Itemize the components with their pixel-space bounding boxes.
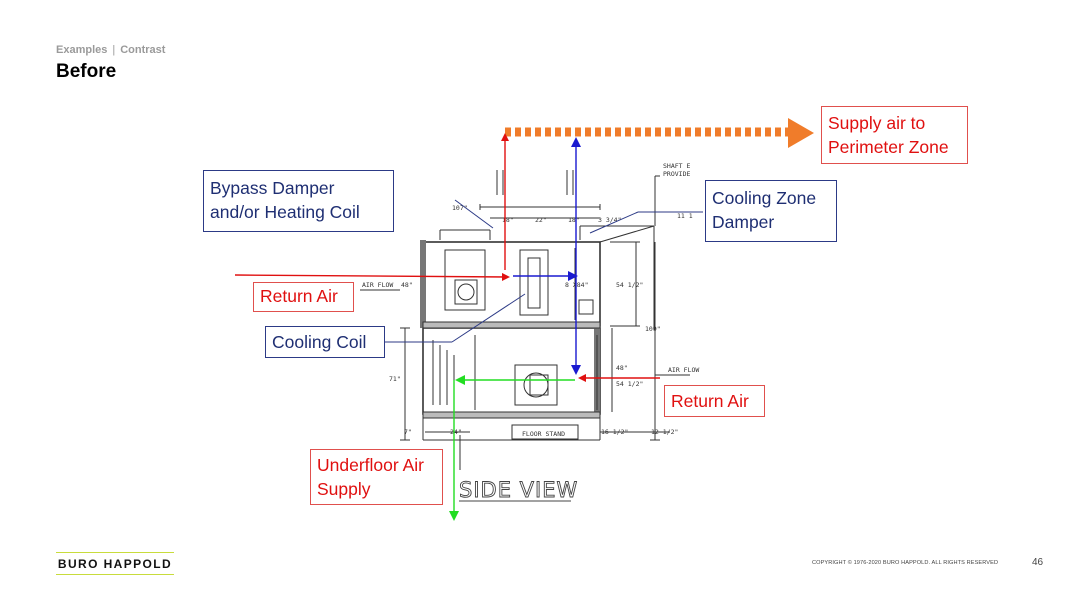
dim-22: 22" bbox=[535, 216, 547, 224]
cooling-flow bbox=[513, 137, 581, 375]
dim-18b: 18" bbox=[568, 216, 580, 224]
dim-107: 107" bbox=[452, 204, 468, 212]
callout-bypass-damper-line1: Bypass Damper bbox=[210, 178, 335, 198]
dim-24: 24" bbox=[450, 428, 462, 436]
dim-54-half-upper: 54 1/2" bbox=[616, 281, 643, 289]
callout-bypass-damper-line2: and/or Heating Coil bbox=[210, 202, 360, 222]
callout-bypass-damper: Bypass Damper and/or Heating Coil bbox=[203, 170, 394, 232]
breadcrumb: Examples | Contrast bbox=[56, 44, 165, 56]
air-flow-right: AIR FLOW bbox=[668, 366, 699, 374]
floor-stand-text: FLOOR STAND bbox=[522, 430, 565, 438]
breadcrumb-page: Contrast bbox=[120, 44, 166, 56]
callout-underfloor-line1: Underfloor Air bbox=[317, 455, 424, 475]
drawing-annotations: 107" 18" 22" 18" 3 3/4" 54 1/2" 109" 48"… bbox=[362, 162, 699, 438]
dim-18a: 18" bbox=[502, 216, 514, 224]
callout-return-air-lower-text: Return Air bbox=[671, 391, 749, 411]
leader-lines bbox=[385, 199, 703, 343]
breadcrumb-section: Examples bbox=[56, 44, 108, 56]
page-number: 46 bbox=[1032, 557, 1044, 568]
callout-underfloor-line2: Supply bbox=[317, 479, 371, 499]
dim-7: 7" bbox=[404, 428, 412, 436]
dim-54-half-lower: 54 1/2" bbox=[616, 380, 643, 388]
dim-3-3-4: 3 3/4" bbox=[598, 216, 621, 224]
dim-71: 71" bbox=[389, 375, 401, 383]
dim-11: 11 1 bbox=[677, 212, 693, 220]
callout-cooling-coil: Cooling Coil bbox=[265, 326, 385, 358]
callout-cooling-zone-damper: Cooling Zone Damper bbox=[705, 180, 837, 242]
dim-12-half: 12 1/2" bbox=[651, 428, 678, 436]
callout-supply-air: Supply air to Perimeter Zone bbox=[821, 106, 968, 164]
return-air-flow-upper bbox=[234, 133, 510, 281]
shaft-note-line2: PROVIDE bbox=[663, 170, 690, 178]
dim-16-half: 16 1/2" bbox=[601, 428, 628, 436]
copyright-notice: COPYRIGHT © 1976-2020 BURO HAPPOLD. ALL … bbox=[812, 560, 999, 566]
callout-supply-air-line2: Perimeter Zone bbox=[828, 137, 949, 157]
breadcrumb-separator: | bbox=[112, 44, 116, 56]
unit-drawing bbox=[360, 170, 690, 470]
underfloor-flow bbox=[449, 375, 575, 521]
dim-8x84: 8 X84" bbox=[565, 281, 588, 289]
callout-cooling-zone-line1: Cooling Zone bbox=[712, 188, 817, 208]
page-title: Before bbox=[56, 61, 117, 82]
callout-return-air-upper: Return Air bbox=[253, 282, 354, 312]
supply-air-arrow bbox=[505, 118, 814, 148]
callout-return-air-upper-text: Return Air bbox=[260, 286, 338, 306]
callout-underfloor-air: Underfloor Air Supply bbox=[310, 449, 443, 505]
shaft-note-line1: SHAFT E bbox=[663, 162, 690, 170]
dim-48-lower: 48" bbox=[616, 364, 628, 372]
callout-cooling-zone-line2: Damper bbox=[712, 212, 775, 232]
callout-return-air-lower: Return Air bbox=[664, 385, 765, 417]
buro-happold-logo: BURO HAPPOLD bbox=[56, 552, 174, 575]
callout-cooling-coil-text: Cooling Coil bbox=[272, 332, 367, 352]
air-flow-left: AIR FLOW bbox=[362, 281, 393, 289]
drawing-title: SIDE VIEW bbox=[459, 478, 578, 502]
dim-109: 109" bbox=[645, 325, 661, 333]
callout-supply-air-line1: Supply air to bbox=[828, 113, 926, 133]
dim-48-left: 48" bbox=[401, 281, 413, 289]
